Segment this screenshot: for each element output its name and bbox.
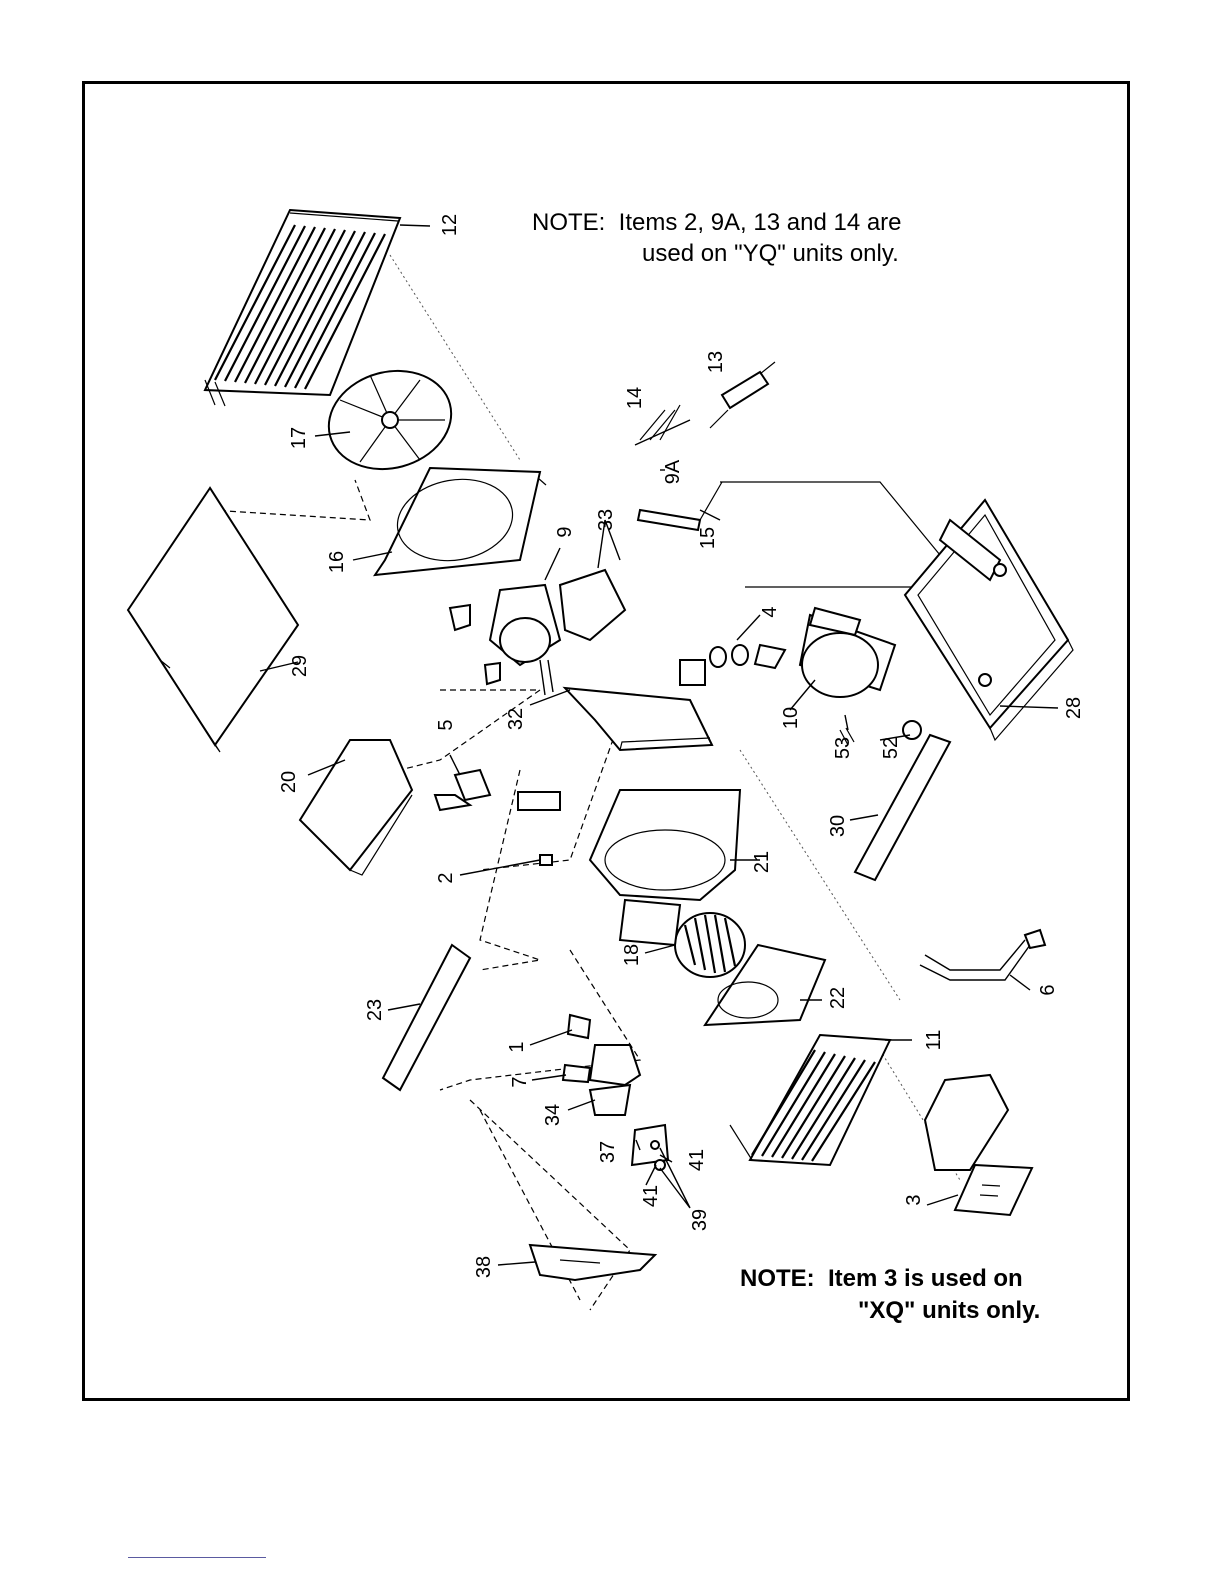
callout-52: 52 (880, 737, 902, 759)
control-box (565, 688, 712, 750)
capacitor (435, 770, 490, 810)
note-xq-line1: NOTE: Item 3 is used on (740, 1265, 1023, 1292)
footer-rule (128, 1557, 266, 1558)
callout-21: 21 (751, 851, 773, 873)
callout-38: 38 (473, 1256, 495, 1278)
callout-18: 18 (621, 944, 643, 966)
note-xq-units: NOTE: Item 3 is used on "XQ" units only. (740, 1263, 1040, 1327)
callout-33: 33 (595, 509, 617, 531)
callout-28: 28 (1063, 697, 1085, 719)
callout-2: 2 (435, 872, 457, 883)
control-panel-assembly (925, 1075, 1032, 1215)
mounting-bracket (530, 1245, 655, 1280)
callout-41-right: 41 (686, 1149, 708, 1171)
callout-5: 5 (435, 719, 457, 730)
callout-11: 11 (923, 1030, 945, 1051)
note-yq-line2: used on "YQ" units only. (532, 238, 902, 269)
callout-3: 3 (903, 1194, 925, 1205)
callout-12: 12 (439, 214, 461, 236)
refrigeration-small-parts (635, 362, 775, 530)
condenser-fan-blade (318, 358, 463, 483)
note-xq-line2: "XQ" units only. (740, 1295, 1040, 1327)
callout-16: 16 (326, 551, 348, 573)
callout-53: 53 (832, 737, 854, 759)
callout-4: 4 (759, 606, 781, 617)
callout-32: 32 (505, 708, 527, 730)
callout-39: 39 (689, 1209, 711, 1231)
callout-22: 22 (827, 987, 849, 1009)
partition-panel (300, 740, 412, 875)
blower-housing (518, 790, 740, 900)
evaporator-coil (730, 1035, 890, 1165)
callout-10: 10 (780, 707, 802, 729)
callout-29: 29 (289, 655, 311, 677)
power-cord (920, 930, 1045, 980)
callout-7: 7 (509, 1076, 531, 1087)
callout-17: 17 (288, 427, 310, 449)
callout-23: 23 (364, 999, 386, 1021)
fan-shroud (375, 468, 546, 575)
callout-9: 9 (554, 526, 576, 537)
callout-14: 14 (624, 387, 646, 409)
callout-9a: 9A (662, 459, 684, 484)
callout-30: 30 (827, 815, 849, 837)
front-strip (855, 735, 950, 880)
callout-13: 13 (705, 351, 727, 373)
callout-41-left: 41 (640, 1185, 662, 1207)
bottom-front-panel (383, 945, 470, 1090)
callout-15: 15 (697, 527, 719, 549)
callout-37: 37 (597, 1141, 619, 1163)
top-cover-panel (128, 488, 298, 752)
base-pan (905, 500, 1073, 740)
callout-1: 1 (506, 1041, 528, 1052)
callout-6: 6 (1037, 984, 1059, 995)
callout-20: 20 (278, 771, 300, 793)
fan-motor (450, 570, 625, 695)
callout-34: 34 (542, 1104, 564, 1126)
note-yq-line1: NOTE: Items 2, 9A, 13 and 14 are (532, 209, 902, 236)
